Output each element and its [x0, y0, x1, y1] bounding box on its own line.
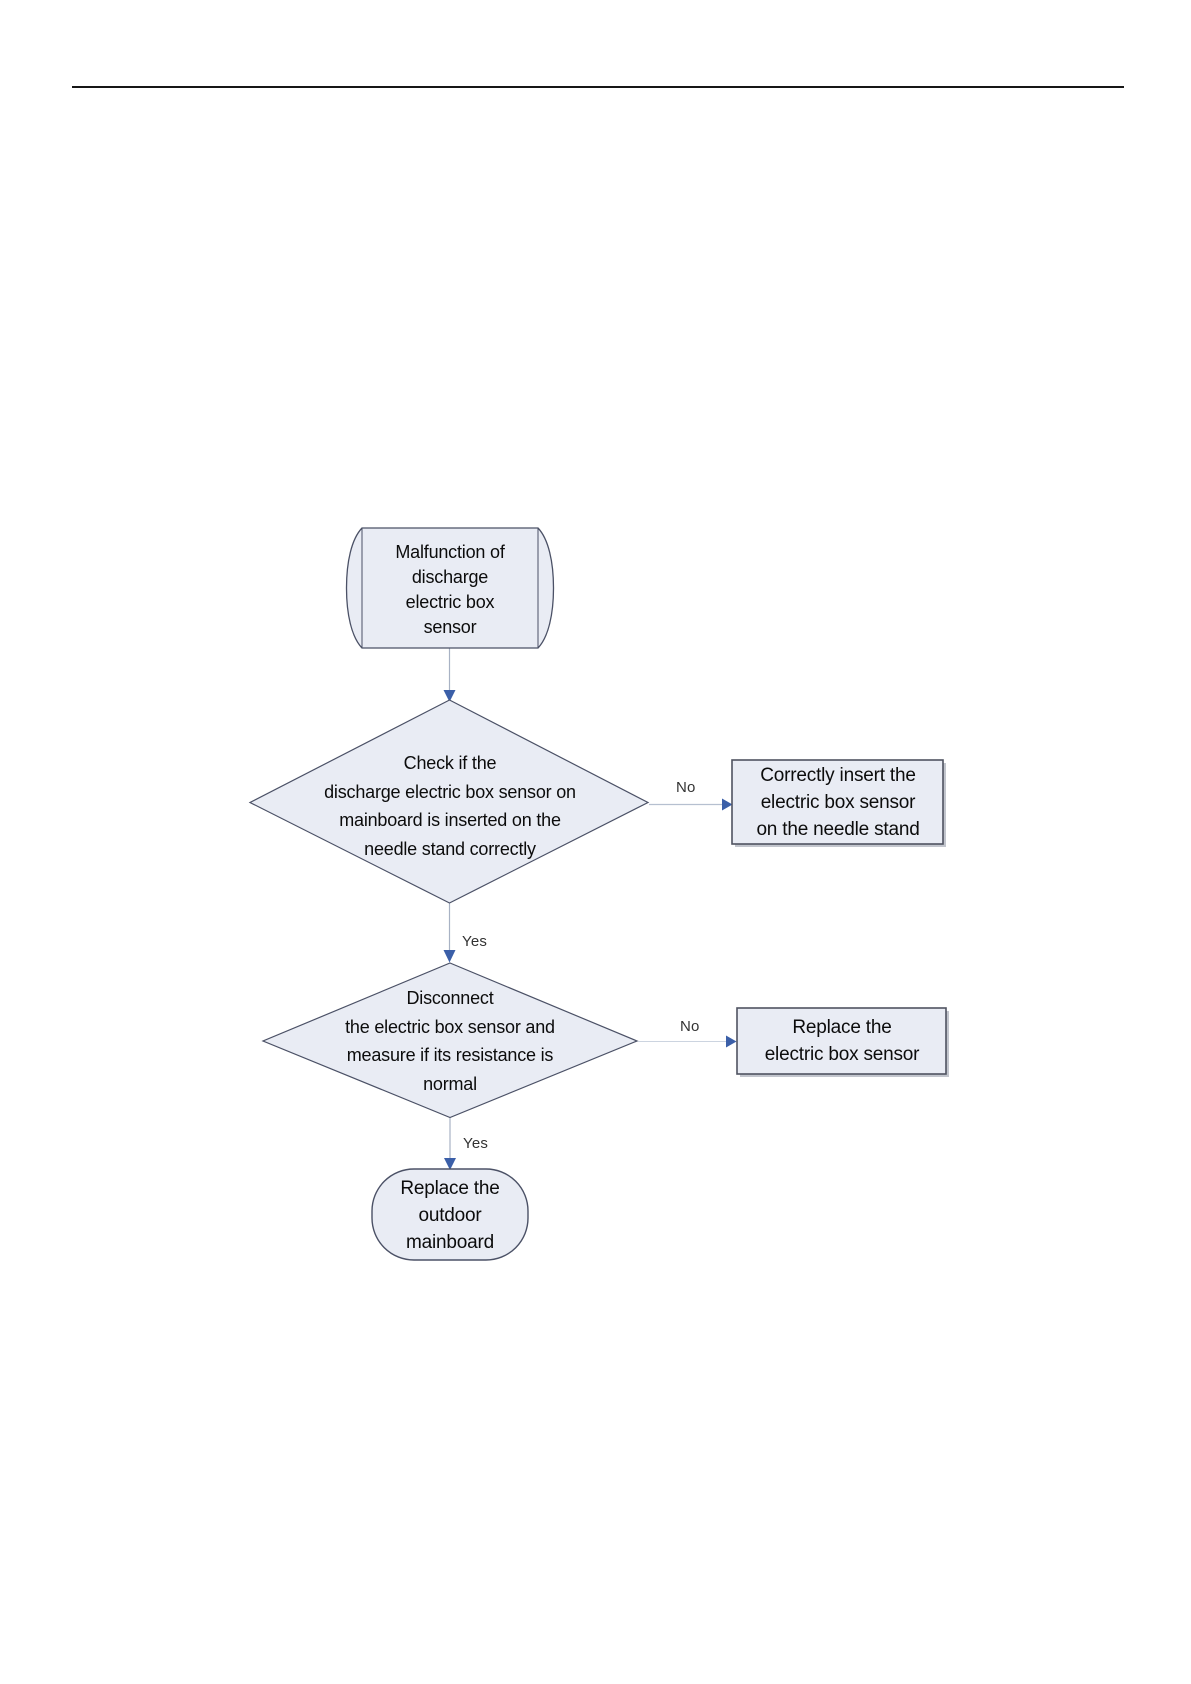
arrowhead-right-icon — [722, 798, 733, 811]
edge-label-decision1-no: No — [676, 779, 696, 796]
arrowhead-down-icon — [443, 690, 456, 702]
action1-shape — [731, 759, 944, 845]
arrowhead-down-icon — [443, 950, 456, 963]
decision2-label: Disconnect the electric box sensor and m… — [345, 988, 555, 1094]
end-node-label: Replace the outdoor mainboard — [400, 1178, 500, 1253]
edge-label-decision1-yes: Yes — [462, 933, 488, 950]
arrowhead-down-icon — [444, 1158, 456, 1170]
header-rule — [72, 86, 1124, 88]
start-node-label: Malfunction of discharge electric box se… — [395, 542, 505, 637]
action2-label: Replace the electric box sensor — [764, 1017, 920, 1065]
decision1-label: Check if the discharge electric box sens… — [324, 753, 576, 859]
decision2-shape — [261, 962, 639, 1119]
action2-shape — [736, 1007, 947, 1075]
end-node-shape — [371, 1168, 529, 1261]
action1-label: Correctly insert the electric box sensor… — [756, 765, 920, 840]
arrowhead-right-icon — [726, 1035, 737, 1048]
edge-label-decision2-no: No — [680, 1018, 700, 1035]
decision1-shape — [248, 699, 650, 904]
edge-label-decision2-yes: Yes — [463, 1135, 489, 1152]
